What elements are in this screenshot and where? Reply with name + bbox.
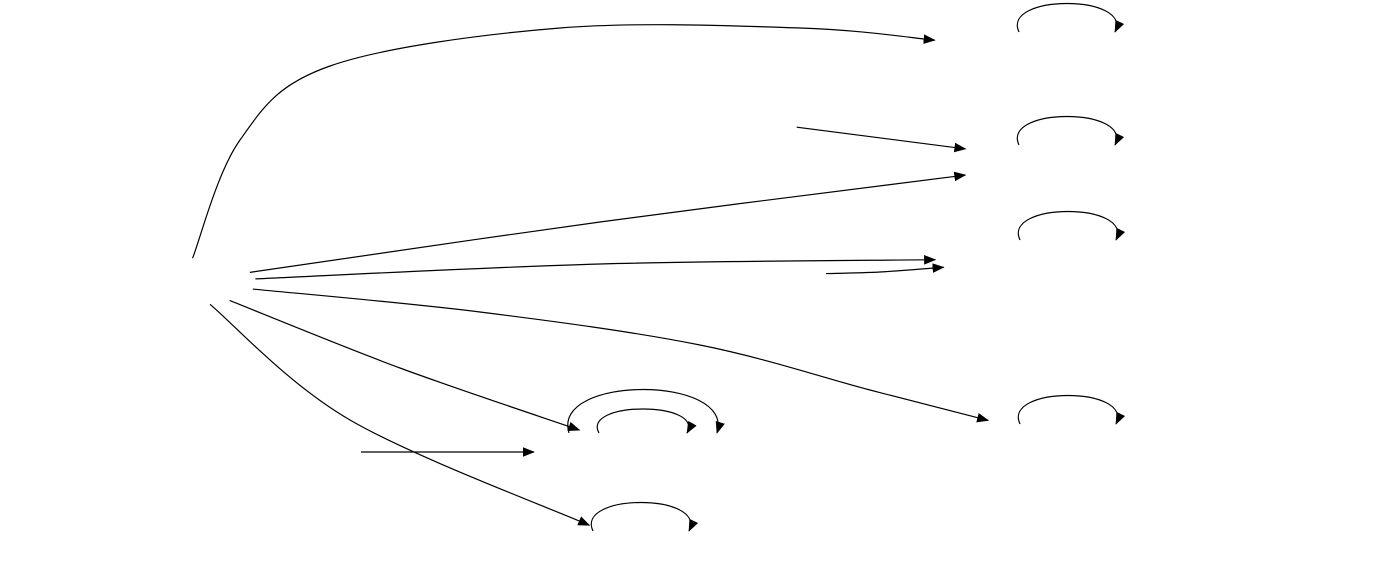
edge-osm_island_point-self-loop [590, 502, 699, 532]
edge-imposm3-to-osm_continent_point [191, 24, 936, 259]
edge-osm_city_point-self-loop [596, 408, 697, 434]
edge-ne_10m_admin_0_countries-to-osm_country_point [826, 263, 945, 275]
edge-osm_city_point-self-loop [567, 388, 725, 434]
edge-osm_country_point-self-loop [1017, 211, 1126, 241]
edge-imposm3-to-osm_island_point [209, 303, 591, 526]
edge-ne_10m_admin_1_states_provinces-to-osm_state_point [796, 126, 967, 153]
edge-osm_continent_point-self-loop [1016, 3, 1125, 33]
edge-imposm3-to-osm_island_polygon [252, 288, 990, 423]
edge-imposm3-to-osm_state_point [249, 171, 967, 273]
edge-osm_state_point-self-loop [1016, 116, 1125, 146]
edge-imposm3-to-osm_city_point [229, 299, 581, 431]
edge-osm_island_polygon-self-loop [1017, 395, 1126, 425]
edge-imposm3-to-osm_country_point [255, 255, 937, 280]
edge-layer [191, 3, 1126, 532]
